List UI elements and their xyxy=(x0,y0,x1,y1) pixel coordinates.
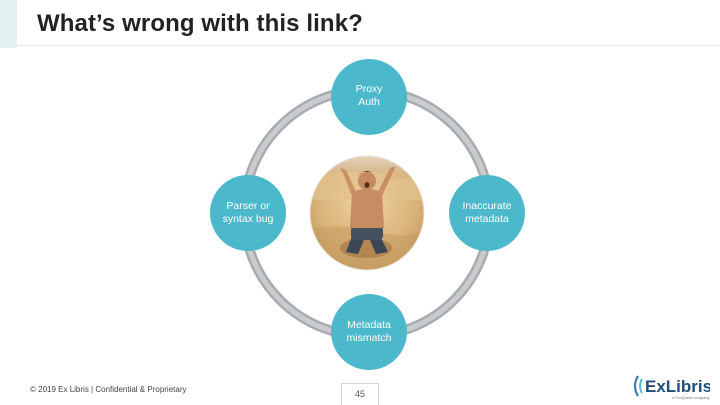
copyright-notice: © 2019 Ex Libris | Confidential & Propri… xyxy=(30,385,187,394)
node-proxy-auth xyxy=(331,59,407,135)
title-accent-bar xyxy=(0,0,17,48)
exlibris-logo: ExLibris a ProQuest company xyxy=(633,375,710,400)
node-inaccurate-metadata xyxy=(449,175,525,251)
center-photo xyxy=(310,156,424,270)
page-number: 45 xyxy=(341,383,379,405)
title-divider xyxy=(17,45,720,46)
svg-text:a ProQuest company: a ProQuest company xyxy=(672,395,710,400)
node-parser-syntax-bug xyxy=(210,175,286,251)
svg-text:ExLibris: ExLibris xyxy=(645,377,710,396)
node-metadata-mismatch xyxy=(331,294,407,370)
slide-title: What’s wrong with this link? xyxy=(37,10,363,37)
